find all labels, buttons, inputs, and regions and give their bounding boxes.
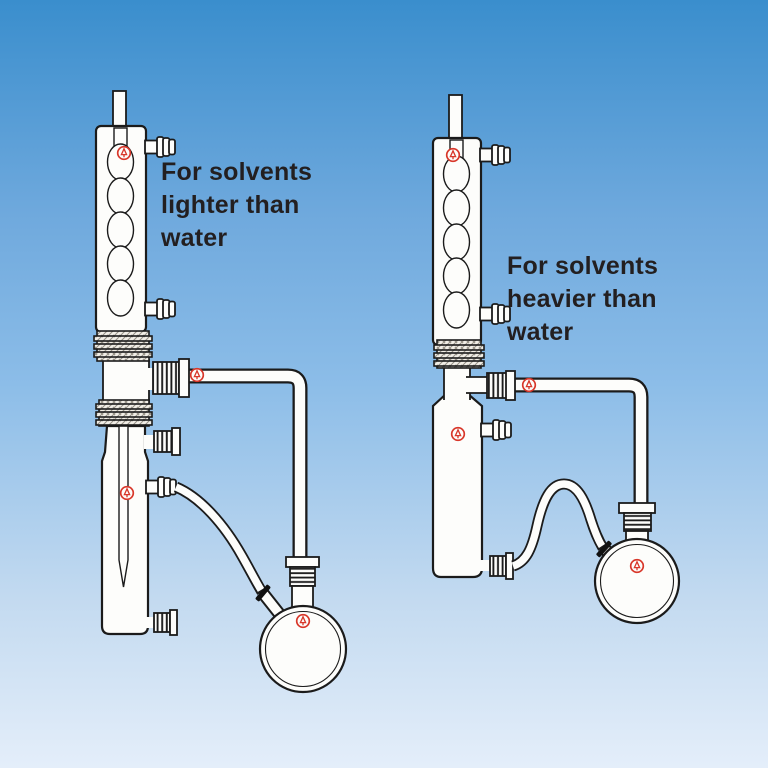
side-port-flange [171, 427, 181, 456]
joint-rib [433, 360, 485, 367]
takeoff-tube-outline [185, 368, 308, 559]
receiver-return-tube [118, 424, 129, 588]
round-bottom-flask [258, 604, 348, 694]
drain-port-threads [489, 555, 507, 577]
flask-screw-threads [623, 512, 652, 532]
drain-port-threads [153, 612, 171, 633]
drain-port-flange [505, 552, 514, 580]
side-port-threads [153, 430, 173, 453]
condenser-lower-hose-barb [144, 298, 176, 320]
joint-rib [95, 419, 153, 426]
vessel-hose-barb [145, 476, 177, 498]
apparatus-heavier-than-water [431, 94, 681, 625]
condenser-lower-hose-barb [479, 303, 511, 325]
flask-inner-wall [599, 543, 675, 619]
takeoff-tube-bore [185, 370, 306, 559]
arm-flange [178, 358, 190, 398]
logo-icon [119, 485, 135, 501]
arm-stem-walls [466, 376, 490, 394]
joint-rib [95, 411, 153, 418]
logo-icon [629, 558, 645, 574]
transfer-hose-bore [174, 483, 265, 592]
arm-threaded-bushing [486, 372, 509, 399]
drain-port-flange [169, 609, 178, 636]
logo-icon [521, 377, 537, 393]
transfer-hose-bore [511, 480, 606, 570]
logo-icon [116, 145, 132, 161]
joint-rib [433, 344, 485, 351]
side-port-stem [144, 435, 156, 449]
flask-neck [291, 585, 314, 609]
flask-cap-flange [285, 556, 320, 568]
logo-icon [295, 613, 311, 629]
arm-threaded-bushing [152, 361, 180, 395]
arm-stem [466, 377, 490, 393]
condenser-bulbs [106, 143, 135, 317]
label-solvents-lighter: For solvents lighter than water [161, 158, 313, 252]
condenser-upper-hose-barb [144, 136, 176, 158]
drain-port-stem [480, 560, 492, 571]
joint-rib [93, 335, 153, 342]
drain-port-stem [146, 617, 156, 628]
joint-rib [93, 343, 153, 350]
condenser-upper-hose-barb [479, 144, 511, 166]
trap-neck [444, 364, 470, 400]
label-solvents-heavier: For solvents heavier than water [507, 252, 659, 346]
flask-cap-flange [618, 502, 656, 514]
logo-icon [189, 367, 205, 383]
apparatus-lighter-than-water [93, 90, 348, 694]
condenser-bulbs [442, 155, 471, 329]
flask-screw-threads [289, 566, 316, 587]
logo-icon [450, 426, 466, 442]
condenser-top-tube [448, 94, 463, 142]
flask-side-neck-bore [258, 589, 285, 619]
joint-rib [93, 351, 153, 358]
flask-inner-wall [264, 610, 342, 688]
trap-hose-barb [480, 419, 512, 441]
trap-bottle [431, 392, 484, 579]
joint-rib [95, 403, 153, 410]
arm-stem [147, 368, 157, 390]
tee-body [102, 359, 150, 403]
joint-rib [433, 352, 485, 359]
arm-flange [505, 370, 516, 401]
logo-icon [445, 147, 461, 163]
round-bottom-flask [593, 537, 681, 625]
takeoff-tube-bore [512, 379, 647, 506]
